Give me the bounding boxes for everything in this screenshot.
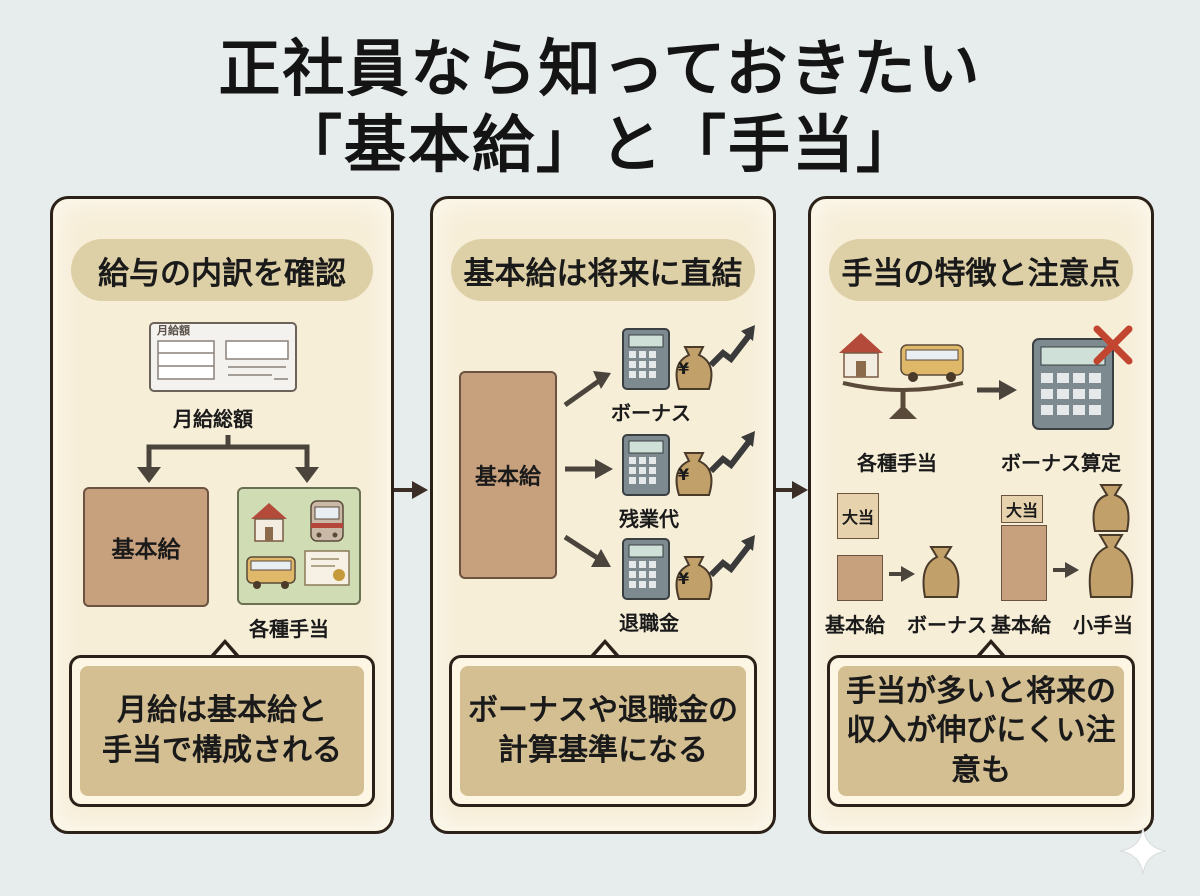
tag-label: 大当 [1005,501,1038,520]
arrow-right-icon [977,380,1017,400]
panel-allowance-features: 手当の特徴と注意点 各種手当 [808,196,1154,834]
base-salary-box: 基本給 [83,487,209,607]
base-salary-label: 基本給 [474,465,541,490]
allowance-label: 各種手当 [249,617,329,641]
right-allowance-label: 小手当 [1073,613,1133,637]
small-base-box [837,555,883,601]
flow-arrow-1-icon [392,481,428,499]
coin-symbol: ¥ [678,359,690,378]
allowance-items-icon [246,500,350,589]
page-title-line1: 正社員なら知っておきたい [218,32,982,105]
tag-label: 大当 [841,508,874,527]
page-title-line2: 「基本給」と「手当」 [279,108,920,181]
right-base-label: 基本給 [991,613,1051,637]
base-salary-box: 基本給 [459,371,557,579]
coin-bags-icon [1088,484,1134,598]
overtime-label: 残業代 [619,507,679,531]
overtime-calc-icon [619,425,759,505]
fan-arrows-icon [563,371,613,567]
retirement-label: 退職金 [619,611,679,635]
caption-box: ボーナスや退職金の 計算基準になる [449,655,757,807]
allowances-scale-icon [833,317,973,427]
total-label: 月給総額 [173,407,253,431]
sparkle-icon [1119,827,1167,875]
panel-salary-breakdown: 給与の内訳を確認 月給額 月給総額 基本給 [50,196,394,834]
speech-tail [209,639,241,658]
tag-box: 大当 [837,493,879,539]
coin-bag-icon [922,546,960,598]
allowance-label: 各種手当 [857,451,937,475]
flow-arrow-2-icon [772,481,808,499]
speech-tail [589,639,621,658]
panel-base-salary-future: 基本給は将来に直結 基本給 ¥ ボーナス ¥ [430,196,776,834]
calculator-cross-icon [1025,323,1135,433]
allowances-box [237,487,361,605]
coin-symbol: ¥ [678,465,690,484]
arrow-right-icon [889,566,915,582]
large-base-box [1001,525,1047,601]
left-base-label: 基本給 [825,613,885,637]
caption-box: 月給は基本給と 手当で構成される [69,655,375,807]
payslip-icon [148,321,298,393]
speech-tail [975,639,1007,658]
panel-heading: 給与の内訳を確認 [71,239,373,301]
panel-heading: 基本給は将来に直結 [451,239,755,301]
caption-text: ボーナスや退職金の 計算基準になる [468,693,738,768]
retirement-calc-icon [619,529,759,609]
branch-arrows-icon [137,435,319,483]
payslip-label: 月給額 [157,324,190,337]
base-salary-label: 基本給 [111,537,181,563]
caption-box: 手当が多いと将来の 収入が伸びにくい注意も [827,655,1135,807]
arrow-right-icon [1053,562,1079,578]
tag-box: 大当 [1001,495,1043,523]
coin-symbol: ¥ [678,569,690,588]
caption-text: 手当が多いと将来の 収入が伸びにくい注意も [846,673,1116,788]
caption-text: 月給は基本給と 手当で構成される [102,693,342,768]
bonus-calc-label: ボーナス算定 [1001,451,1121,475]
bonus-calc-icon [619,319,759,399]
panel-heading: 手当の特徴と注意点 [829,239,1133,301]
bonus-label: ボーナス [611,401,691,425]
left-bonus-label: ボーナス [907,613,987,637]
